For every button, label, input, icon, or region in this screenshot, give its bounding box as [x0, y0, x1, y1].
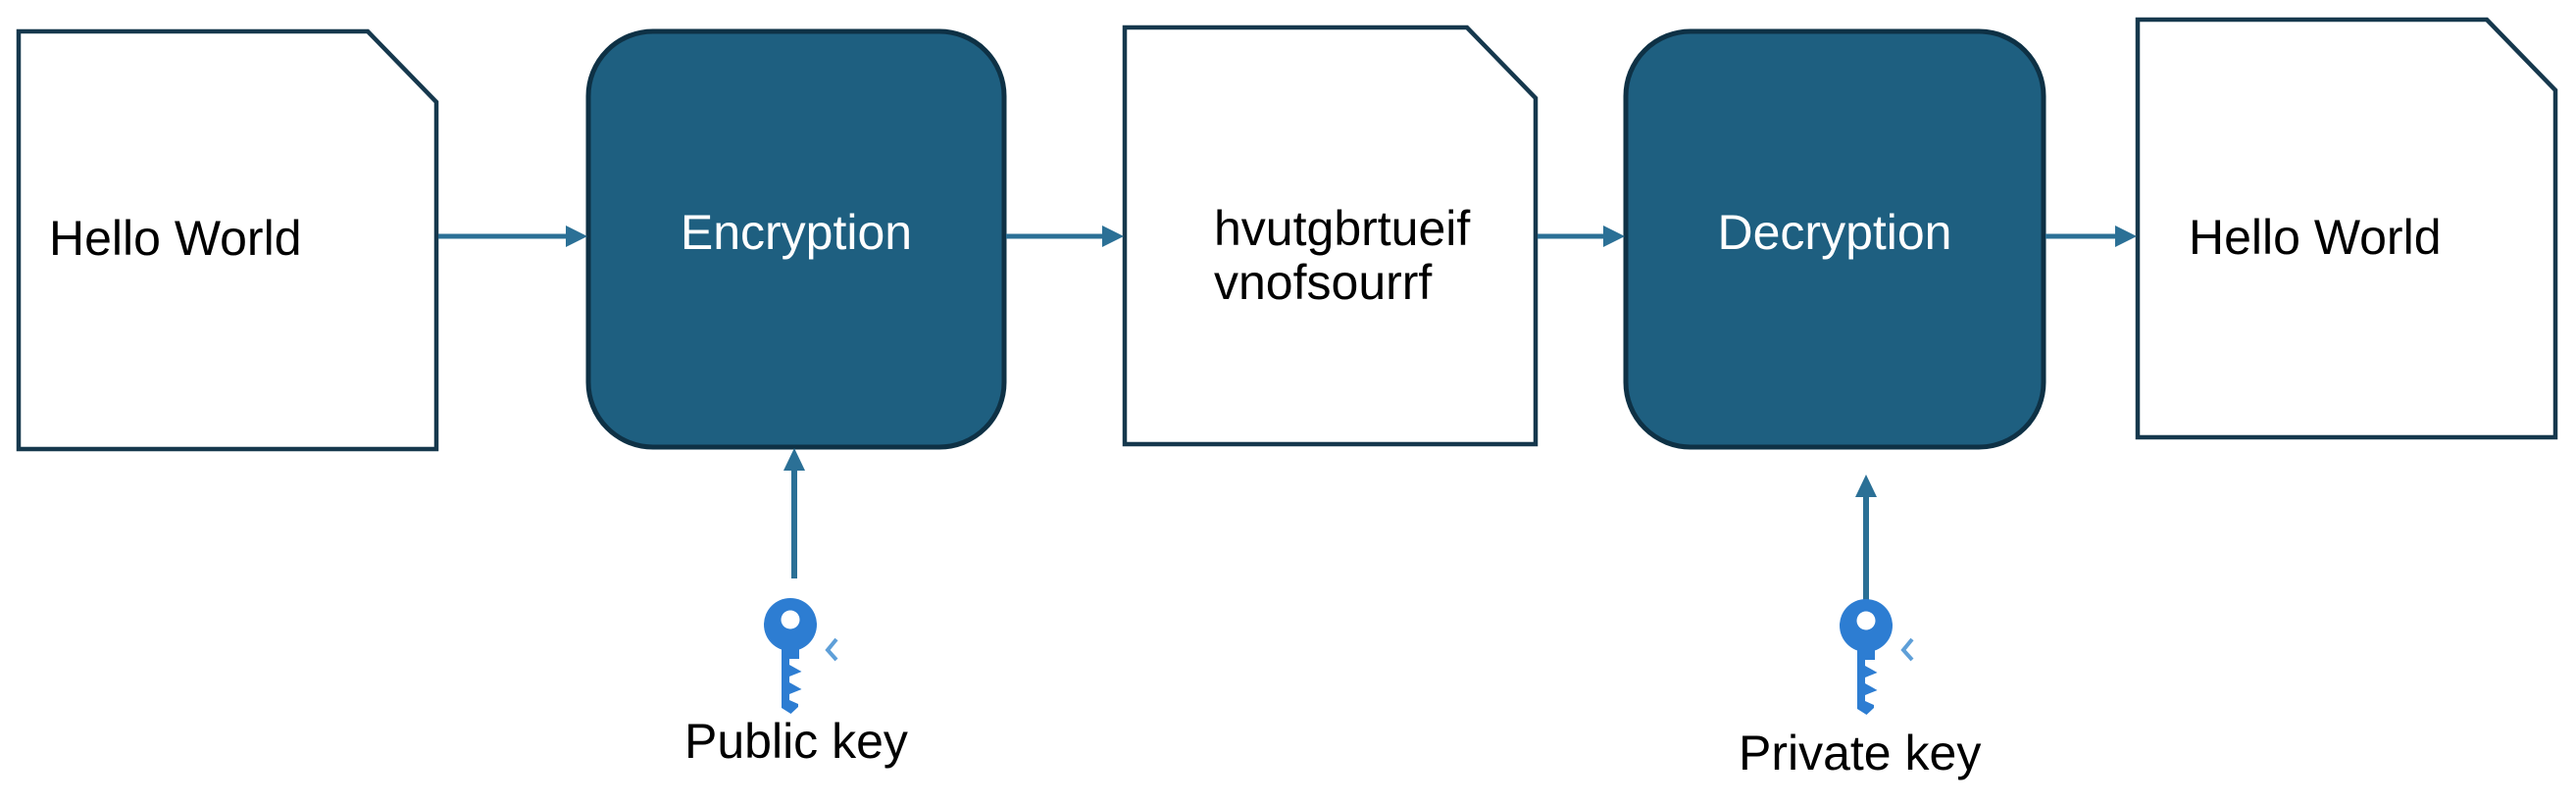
key-hole [781, 610, 800, 629]
arrow-head [1855, 475, 1877, 497]
private-key-icon [1840, 599, 1893, 715]
key-shaft [1857, 647, 1878, 715]
arrow-head [1603, 226, 1625, 247]
arrow-head [1102, 226, 1124, 247]
key-hole [1856, 611, 1876, 630]
process-box-encryption [585, 28, 1007, 450]
arrow-decryption-to-output [2046, 226, 2137, 247]
arrow-head [566, 226, 587, 247]
document-shape-ciphertext [1122, 25, 1539, 447]
arrow-input-to-encryption [438, 226, 587, 247]
label-plaintext-output: Hello World [2189, 210, 2442, 265]
document-shape-plaintext-input [16, 28, 439, 452]
arrow-head [783, 448, 805, 471]
document-shape-plaintext-output [2135, 17, 2558, 440]
label-encryption: Encryption [680, 205, 913, 260]
label-plaintext-input: Hello World [49, 211, 302, 266]
sparkle-chevron-icon [1900, 637, 1914, 662]
sparkle-chevron-icon [825, 637, 838, 662]
label-private-key: Private key [1739, 726, 1982, 780]
arrow-ciphertext-to-decryption [1538, 226, 1625, 247]
process-box-decryption [1623, 28, 2046, 450]
public-key-icon [764, 598, 817, 714]
ciphertext-line-1: hvutgbrtueif [1214, 201, 1471, 256]
arrow-head [2115, 226, 2137, 247]
label-public-key: Public key [684, 714, 908, 769]
key-shaft [782, 646, 802, 714]
label-ciphertext: hvutgbrtueif vnofsourrf [1214, 202, 1470, 310]
arrow-encryption-to-ciphertext [1006, 226, 1124, 247]
ciphertext-line-2: vnofsourrf [1214, 255, 1433, 310]
arrow-private-key-to-decryption [1855, 475, 1877, 601]
arrow-public-key-to-encryption [783, 448, 805, 578]
label-decryption: Decryption [1717, 205, 1952, 260]
